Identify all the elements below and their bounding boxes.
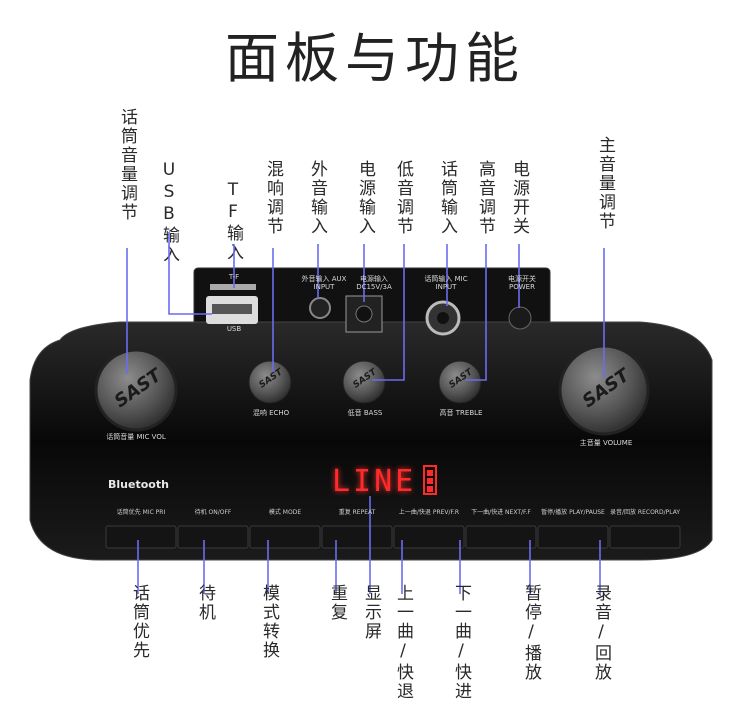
btn-cap-mode: 模式 MODE [268,509,302,516]
button-repeat [321,525,393,549]
leader-lines [126,232,605,594]
label-power-switch: 电源开关 [509,160,529,236]
btn-cap-mic-priority: 话筒优先 MIC PRI [116,509,166,516]
label-mic-volume: 话筒音量调节 [117,108,137,222]
bluetooth-label: Bluetooth [108,478,169,491]
button-next [465,525,537,549]
button-standby [177,525,249,549]
caption-mic-vol: 话筒音量 MIC VOL [106,433,166,441]
tf-slot [210,284,256,290]
label-standby: 待机 [195,584,215,622]
label-next: 下一曲/快进 [451,584,471,701]
aux-label: 外音输入 AUX INPUT [301,275,347,291]
label-treble: 高音调节 [475,160,495,236]
btn-cap-play-pause: 暂停/播放 PLAY/PAUSE [541,509,605,516]
tf-label: T-F [228,273,240,281]
label-tf-in: TF输入 [223,180,243,262]
mic-in-label: 话筒输入 MIC INPUT [424,275,468,291]
device-body [29,321,713,561]
btn-cap-prev: 上一曲/快退 PREV/F.R [398,509,460,516]
label-power-in: 电源输入 [355,160,375,236]
btn-cap-record: 录音/回放 RECORD/PLAY [610,509,681,516]
label-usb-in: USB输入 [159,160,179,264]
label-bass: 低音调节 [393,160,413,236]
btn-cap-next: 下一曲/快进 NEXT/F.F [471,509,531,516]
label-mic-in: 话筒输入 [437,160,457,236]
battery-icon [423,465,437,495]
usb-label: USB [226,325,242,333]
caption-bass: 低音 BASS [347,409,383,417]
button-mic-priority [105,525,177,549]
power-in-label: 电源输入 DC15V/3A [356,275,392,291]
treble-knob [438,360,482,404]
echo-knob [248,360,292,404]
label-repeat: 重复 [327,584,347,622]
display-screen: LINE [332,464,417,499]
button-play-pause [537,525,609,549]
aux-jack [309,297,331,319]
btn-cap-repeat: 重复 REPEAT [338,509,376,516]
label-mic-priority: 话筒优先 [129,584,149,660]
label-play-pause: 暂停/播放 [521,584,541,682]
caption-treble: 高音 TREBLE [439,409,483,417]
bass-knob [342,360,386,404]
btn-cap-standby: 待机 ON/OFF [194,509,232,516]
caption-echo: 混响 ECHO [252,409,290,417]
label-echo: 混响调节 [263,160,283,236]
mic-volume-knob [94,348,178,432]
power-switch [508,306,532,330]
caption-volume: 主音量 VOLUME [579,439,633,447]
label-mode-switch: 模式转换 [259,584,279,660]
label-main-volume: 主音量调节 [595,136,615,231]
button-mode [249,525,321,549]
label-record: 录音/回放 [591,584,611,682]
power-switch-label: 电源开关 POWER [508,275,536,291]
page-title: 面板与功能 [225,27,525,90]
label-aux-in: 外音输入 [307,160,327,236]
label-prev: 上一曲/快退 [393,584,413,701]
button-prev [393,525,465,549]
label-display: 显示屏 [361,584,381,641]
button-record [609,525,681,549]
